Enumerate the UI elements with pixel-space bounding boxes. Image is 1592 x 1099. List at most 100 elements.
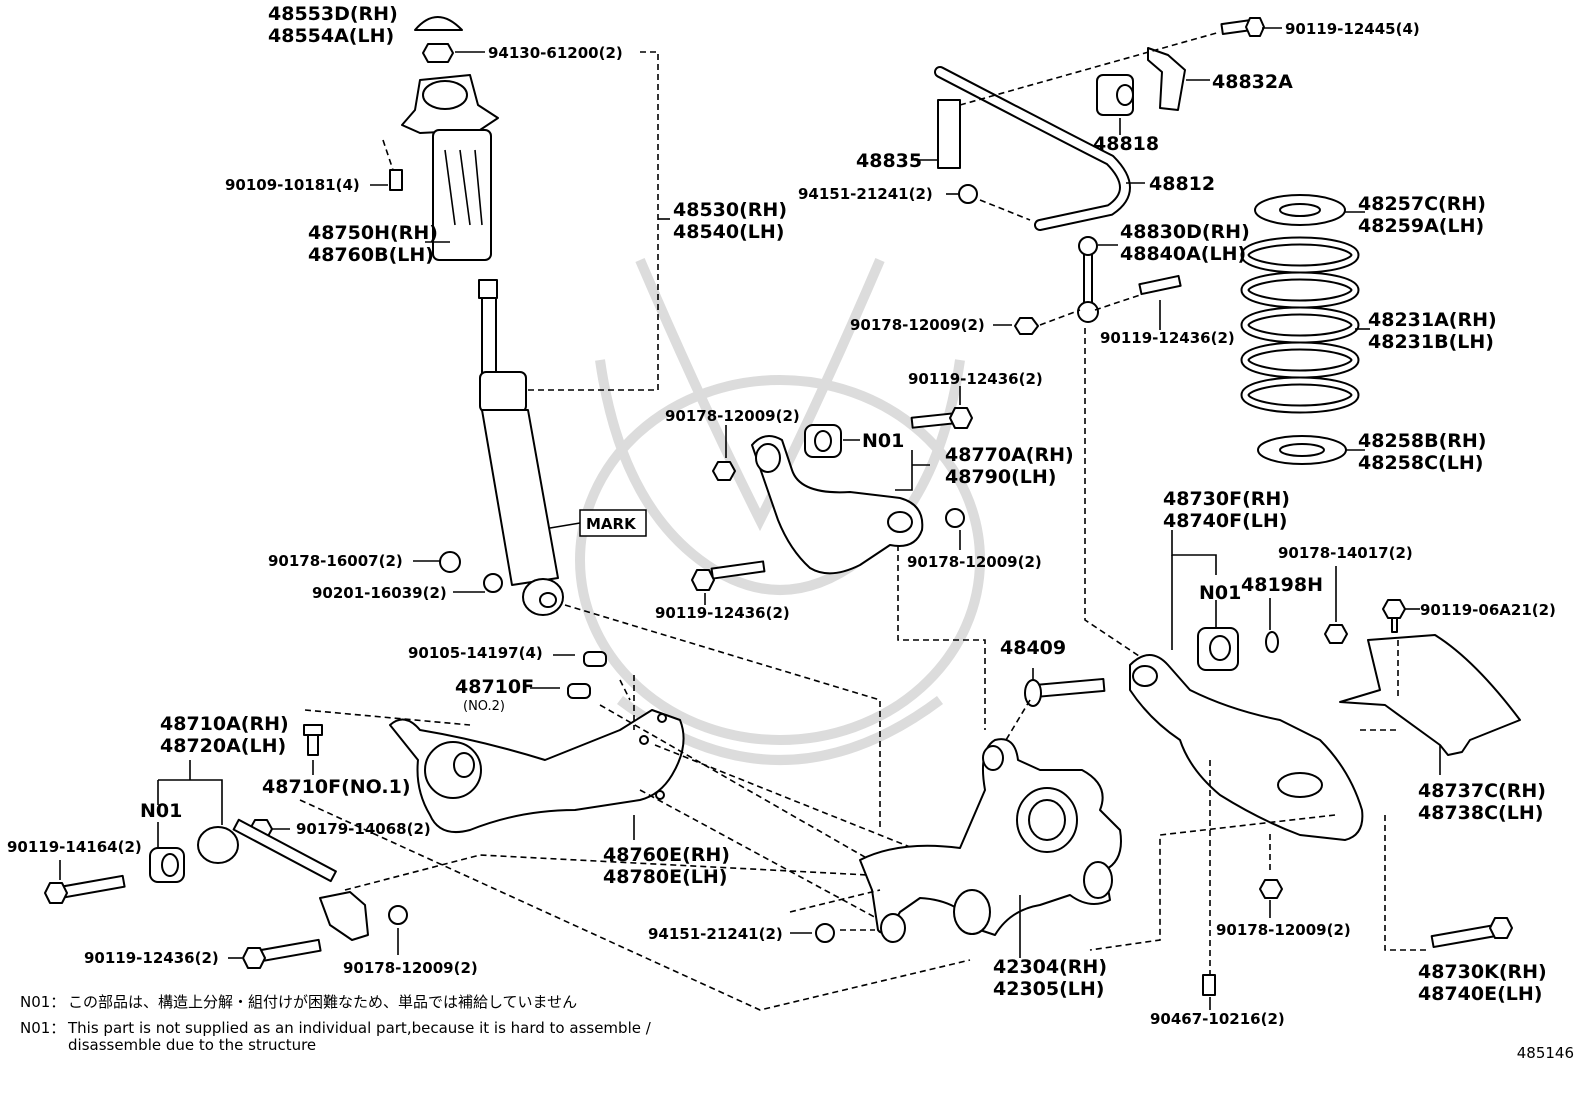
bolt-48710f-no1 bbox=[307, 734, 319, 756]
label-lower-arm-lh: 48740F(LH) bbox=[1163, 510, 1287, 532]
label-trailing-arm-lh: 48780E(LH) bbox=[603, 866, 727, 888]
upper-control-arm bbox=[751, 435, 924, 575]
label-bolt-90119-toe: 90119-12436(2) bbox=[84, 949, 219, 967]
label-bolt-90105: 90105-14197(4) bbox=[408, 644, 543, 662]
label-bolt-48710f-no1: 48710F(NO.1) bbox=[262, 776, 411, 798]
spring-leaders bbox=[1345, 211, 1370, 451]
toe-arm-inner-eye bbox=[197, 826, 239, 864]
label-upper-arm-lh: 48790(LH) bbox=[945, 466, 1056, 488]
label-seat-upper-lh: 48259A(LH) bbox=[1358, 215, 1484, 237]
note-en-tag: N01： bbox=[20, 1019, 66, 1037]
mark-box bbox=[579, 509, 647, 537]
label-cover-rh: 48737C(RH) bbox=[1418, 780, 1546, 802]
upper-support-rubber bbox=[422, 80, 468, 110]
label-nut-90178-upper-arm-r: 90178-12009(2) bbox=[907, 553, 1042, 571]
label-bolt-lower-arm-lh: 48740E(LH) bbox=[1418, 983, 1542, 1005]
label-nut-90178-upper-arm-l: 90178-12009(2) bbox=[665, 407, 800, 425]
label-bracket-48835: 48835 bbox=[856, 150, 922, 172]
label-seat-lower-lh: 48258C(LH) bbox=[1358, 452, 1483, 474]
label-upper-arm-rh: 48770A(RH) bbox=[945, 444, 1074, 466]
label-nut-90178-toe: 90178-12009(2) bbox=[343, 959, 478, 977]
stabilizer-leaders bbox=[914, 27, 1282, 661]
toe-arm-leaders bbox=[59, 760, 966, 959]
label-spring-lh: 48231B(LH) bbox=[1368, 331, 1494, 353]
label-trailing-arm-rh: 48760E(RH) bbox=[603, 844, 730, 866]
label-bolt-90119-upper-arm-lower: 90119-12436(2) bbox=[655, 604, 790, 622]
link-bolt bbox=[1138, 274, 1182, 296]
stabilizer-bracket bbox=[937, 99, 961, 169]
suspension-cover bbox=[1339, 634, 1521, 756]
toe-arm-bolt-outer bbox=[258, 938, 322, 963]
upper-arm-nut-left bbox=[712, 461, 736, 481]
label-nut-90179: 90179-14068(2) bbox=[296, 820, 431, 838]
toe-arm-assembly bbox=[44, 818, 408, 969]
upper-arm-bolt-lower bbox=[710, 560, 766, 580]
stabilizer-assembly bbox=[934, 17, 1265, 335]
label-spring-rh: 48231A(RH) bbox=[1368, 309, 1497, 331]
bushing-bracket bbox=[1147, 47, 1186, 111]
mount-bolt bbox=[389, 169, 403, 191]
label-bolt-90119-12445: 90119-12445(4) bbox=[1285, 20, 1420, 38]
label-nut-94151-bottom: 94151-21241(2) bbox=[648, 925, 783, 943]
lower-arm-nut-top bbox=[1324, 624, 1348, 644]
toe-arm-rod bbox=[232, 818, 337, 883]
label-nut-94130: 94130-61200(2) bbox=[488, 44, 623, 62]
label-nut-90178-link: 90178-12009(2) bbox=[850, 316, 985, 334]
label-knuckle-lh: 42305(LH) bbox=[993, 978, 1104, 1000]
label-absorber-rh: 48530(RH) bbox=[673, 199, 787, 221]
upper-arm-assembly bbox=[691, 407, 973, 591]
label-no2: (NO.2) bbox=[463, 699, 505, 714]
label-bushing-48818: 48818 bbox=[1093, 133, 1159, 155]
trailing-arm-bolt-90105 bbox=[583, 651, 607, 667]
label-n01-upper: N01 bbox=[862, 430, 904, 452]
coil-spring-assembly bbox=[1240, 194, 1360, 465]
note-en-line2: disassemble due to the structure bbox=[68, 1036, 317, 1054]
knuckle-bushing bbox=[953, 889, 991, 935]
cover-bolt bbox=[1382, 599, 1406, 619]
label-link-rh: 48830D(RH) bbox=[1120, 221, 1250, 243]
part-labels: 48553D(RH) 48554A(LH) 94130-61200(2) 901… bbox=[7, 3, 1556, 1028]
rear-axle-carrier bbox=[859, 738, 1122, 936]
label-nut-90178-14017: 90178-14017(2) bbox=[1278, 544, 1413, 562]
shock-cylinder bbox=[479, 371, 527, 413]
washer-48198h bbox=[1265, 631, 1279, 653]
label-nut-94151-top: 94151-21241(2) bbox=[798, 185, 933, 203]
label-stabilizer-48812: 48812 bbox=[1149, 173, 1215, 195]
note-jp-tag: N01： bbox=[20, 993, 66, 1011]
label-washer-90201: 90201-16039(2) bbox=[312, 584, 447, 602]
watermark-emblem bbox=[575, 258, 985, 765]
shock-nut bbox=[439, 551, 461, 573]
label-toe-arm-lh: 48720A(LH) bbox=[160, 735, 286, 757]
label-bolt-90119-14164: 90119-14164(2) bbox=[7, 838, 142, 856]
label-n01-lower: N01 bbox=[1199, 582, 1241, 604]
label-bolt-90119-link: 90119-12436(2) bbox=[1100, 329, 1235, 347]
knuckle-leaders bbox=[789, 889, 1021, 958]
mark-label: MARK bbox=[586, 515, 637, 533]
label-bracket-48832a: 48832A bbox=[1212, 71, 1293, 93]
toe-arm-nut bbox=[388, 905, 408, 925]
bolt-90467 bbox=[1202, 974, 1216, 996]
trailing-arm bbox=[389, 709, 685, 834]
shock-leaders bbox=[370, 51, 881, 830]
dust-boot bbox=[432, 129, 492, 261]
upper-arm-nut-right bbox=[945, 508, 965, 528]
label-toe-arm-rh: 48710A(RH) bbox=[160, 713, 289, 735]
shock-washer bbox=[483, 573, 503, 593]
lower-arm-assembly bbox=[1024, 599, 1521, 996]
label-lower-arm-rh: 48730F(RH) bbox=[1163, 488, 1290, 510]
note-en-line1: This part is not supplied as an individu… bbox=[68, 1019, 651, 1037]
label-link-lh: 48840A(LH) bbox=[1120, 243, 1246, 265]
label-absorber-lh: 48540(LH) bbox=[673, 221, 784, 243]
label-shock-cap-lh: 48554A(LH) bbox=[268, 25, 394, 47]
label-shock-cap-rh: 48553D(RH) bbox=[268, 3, 398, 25]
label-boot-lh: 48760B(LH) bbox=[308, 244, 434, 266]
knuckle-assembly bbox=[815, 738, 1122, 943]
label-cover-lh: 48738C(LH) bbox=[1418, 802, 1543, 824]
upper-arm-leaders bbox=[704, 386, 986, 730]
label-bolt-90119-06a21: 90119-06A21(2) bbox=[1420, 601, 1556, 619]
link-nut bbox=[1014, 317, 1039, 335]
label-knuckle-rh: 42304(RH) bbox=[993, 956, 1107, 978]
stab-nut bbox=[958, 184, 978, 204]
